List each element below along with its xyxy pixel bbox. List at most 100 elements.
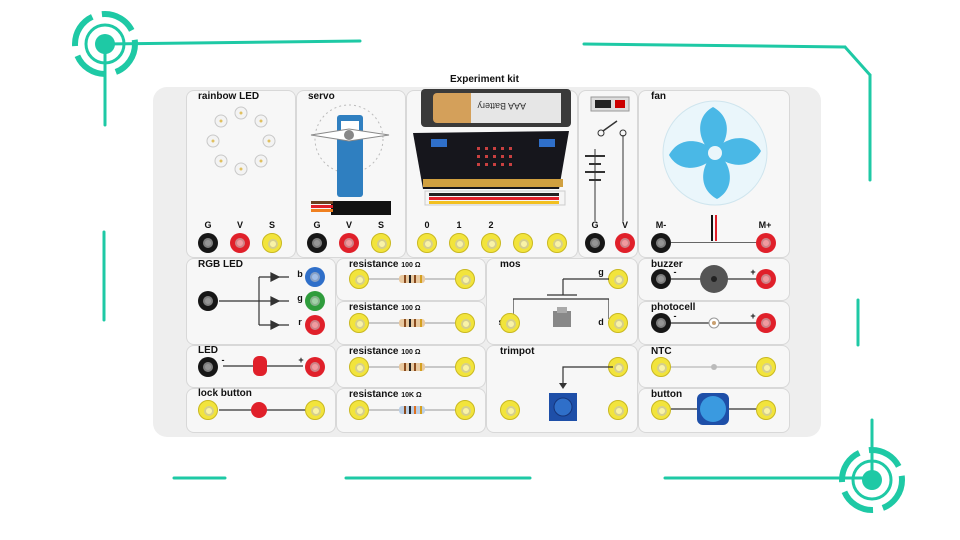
terminal-resistance-3-right[interactable] — [455, 357, 475, 377]
terminal-rgb-g[interactable] — [305, 291, 325, 311]
terminal-trimpot-right[interactable] — [608, 400, 628, 420]
trimpot-label: trimpot — [500, 346, 535, 357]
terminal-led-plus[interactable] — [305, 357, 325, 377]
terminal-button-left[interactable] — [651, 400, 671, 420]
terminal-ntc-left[interactable] — [651, 357, 671, 377]
fan-label: fan — [651, 91, 666, 102]
target-icon-bottom-right — [839, 447, 905, 513]
rgb-led-schematic-icon — [219, 272, 289, 330]
terminal-rgb-b[interactable] — [305, 267, 325, 287]
photocell-label: photocell — [651, 302, 696, 313]
lock-button-icon — [219, 402, 305, 418]
resistance-label-2: resistance 100 Ω — [349, 302, 421, 313]
terminal-pin-0[interactable] — [417, 233, 437, 253]
terminal-trimpot-wiper[interactable] — [608, 357, 628, 377]
power-switch-icon — [585, 96, 630, 221]
terminal-rgb-r[interactable] — [305, 315, 325, 335]
servo-label: servo — [308, 91, 335, 102]
pin-label-g: G — [313, 220, 321, 230]
terminal-g[interactable] — [307, 233, 327, 253]
battery-switch-module — [578, 90, 638, 258]
photocell-icon — [671, 317, 757, 329]
terminal-v[interactable] — [339, 233, 359, 253]
terminal-m-minus[interactable] — [651, 233, 671, 253]
pin-label-m-plus: M+ — [758, 220, 772, 230]
terminal-resistance-3-left[interactable] — [349, 357, 369, 377]
buzzer-icon — [671, 265, 757, 293]
terminal-rgb-common[interactable] — [198, 291, 218, 311]
terminal-lock-button-left[interactable] — [198, 400, 218, 420]
resistance-label-4: resistance 10K Ω — [349, 389, 422, 400]
terminal-pin-2[interactable] — [481, 233, 501, 253]
terminal-lock-button-right[interactable] — [305, 400, 325, 420]
ntc-icon — [671, 364, 757, 370]
pin-label-g: G — [204, 220, 212, 230]
button-label: button — [651, 389, 683, 400]
terminal-m-plus[interactable] — [756, 233, 776, 253]
terminal-photocell-plus[interactable] — [756, 313, 776, 333]
servo-icon — [310, 104, 391, 215]
terminal-mos-g[interactable] — [608, 269, 628, 289]
resistor-icon — [369, 406, 455, 414]
pin-label-v: V — [236, 220, 243, 230]
terminal-v[interactable] — [230, 233, 250, 253]
pin-label-minus: - — [673, 311, 677, 321]
pin-label-0: 0 — [424, 220, 430, 230]
pin-label-r: r — [298, 317, 302, 327]
terminal-resistance-2-left[interactable] — [349, 313, 369, 333]
pin-label-s: S — [377, 220, 384, 230]
terminal-mos-s[interactable] — [500, 313, 520, 333]
experiment-board: rainbow LED servo fan AAA Battery — [153, 87, 821, 437]
rgb-led-label: RGB LED — [198, 259, 243, 270]
terminal-v[interactable] — [615, 233, 635, 253]
terminal-s[interactable] — [262, 233, 282, 253]
fan-wire-red — [715, 215, 717, 241]
rainbow-led-label: rainbow LED — [198, 91, 260, 102]
terminal-mos-d[interactable] — [608, 313, 628, 333]
terminal-buzzer-plus[interactable] — [756, 269, 776, 289]
resistor-icon — [369, 363, 455, 371]
terminal-g[interactable] — [198, 233, 218, 253]
terminal-ntc-right[interactable] — [756, 357, 776, 377]
terminal-resistance-4-left[interactable] — [349, 400, 369, 420]
resistance-label-1: resistance 100 Ω — [349, 259, 421, 270]
terminal-pin-1[interactable] — [449, 233, 469, 253]
terminal-button-right[interactable] — [756, 400, 776, 420]
mos-schematic-icon — [513, 278, 609, 327]
resistor-icon — [369, 319, 455, 327]
resistance-label-3: resistance 100 Ω — [349, 346, 421, 357]
pin-label-m-minus: M- — [655, 220, 667, 230]
ntc-label: NTC — [651, 346, 672, 357]
terminal-resistance-2-right[interactable] — [455, 313, 475, 333]
terminal-resistance-4-right[interactable] — [455, 400, 475, 420]
pin-label-s: S — [268, 220, 275, 230]
terminal-trimpot-left[interactable] — [500, 400, 520, 420]
resistor-icon — [369, 275, 455, 283]
terminal-led-minus[interactable] — [198, 357, 218, 377]
pin-label-v: V — [621, 220, 628, 230]
pin-label-b: b — [297, 269, 303, 279]
pin-label-v: V — [345, 220, 352, 230]
terminal-resistance-1-left[interactable] — [349, 269, 369, 289]
buzzer-label: buzzer — [651, 259, 683, 270]
pin-label-2: 2 — [488, 220, 494, 230]
terminal-photocell-minus[interactable] — [651, 313, 671, 333]
terminal-buzzer-minus[interactable] — [651, 269, 671, 289]
pin-label-g: g — [297, 293, 303, 303]
pin-label-minus: - — [673, 267, 677, 277]
pin-label-mos-g: g — [598, 267, 604, 277]
terminal-resistance-1-right[interactable] — [455, 269, 475, 289]
pin-label-g: G — [591, 220, 599, 230]
pin-label-plus: + — [750, 267, 756, 277]
terminal-s[interactable] — [371, 233, 391, 253]
pin-label-mos-d: d — [598, 317, 604, 327]
terminal-pin-8[interactable] — [513, 233, 533, 253]
pin-label-1: 1 — [456, 220, 462, 230]
battery-text: AAA Battery — [477, 101, 526, 111]
mos-label: mos — [500, 259, 521, 270]
terminal-g[interactable] — [585, 233, 605, 253]
pin-label-plus: + — [750, 311, 756, 321]
rainbow-led-ring-icon — [206, 106, 276, 176]
fan-wire-black — [711, 215, 713, 241]
terminal-pin-12[interactable] — [547, 233, 567, 253]
